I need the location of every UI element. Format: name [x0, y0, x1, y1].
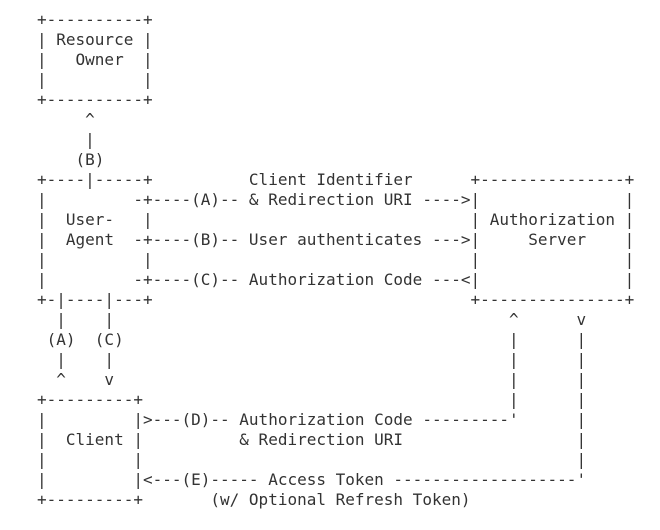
ascii-line: | | | |	[37, 350, 587, 369]
ascii-line: (A) (C) | |	[37, 330, 587, 349]
ascii-line: +---------+ | |	[37, 390, 587, 409]
ascii-line: | | | |	[37, 250, 635, 269]
ascii-line: | | ^ v	[37, 310, 587, 329]
ascii-art: +----------+ | Resource | | Owner | | | …	[37, 10, 634, 510]
ascii-line: | Owner |	[37, 50, 153, 69]
ascii-line: +----------+	[37, 10, 153, 29]
ascii-line: | -+----(A)-- & Redirection URI ---->| |	[37, 190, 635, 209]
ascii-line: | Resource |	[37, 30, 153, 49]
ascii-line: | Agent -+----(B)-- User authenticates -…	[37, 230, 635, 249]
ascii-line: ^ v | |	[37, 370, 587, 389]
ascii-line: +----|-----+ Client Identifier +--------…	[37, 170, 635, 189]
ascii-line: | Client | & Redirection URI |	[37, 430, 587, 449]
ascii-line: | |<---(E)----- Access Token -----------…	[37, 470, 587, 489]
ascii-line: (B)	[37, 150, 105, 169]
ascii-line: | | |	[37, 450, 587, 469]
ascii-line: +----------+	[37, 90, 153, 109]
ascii-line: | -+----(C)-- Authorization Code ---<| |	[37, 270, 635, 289]
ascii-line: | |>---(D)-- Authorization Code --------…	[37, 410, 587, 429]
ascii-line: ^	[37, 110, 95, 129]
ascii-line: |	[37, 130, 95, 149]
ascii-line: +-|----|---+ +---------------+	[37, 290, 635, 309]
ascii-line: | |	[37, 70, 153, 89]
ascii-line: +---------+ (w/ Optional Refresh Token)	[37, 490, 471, 509]
ascii-line: | User- | | Authorization |	[37, 210, 635, 229]
